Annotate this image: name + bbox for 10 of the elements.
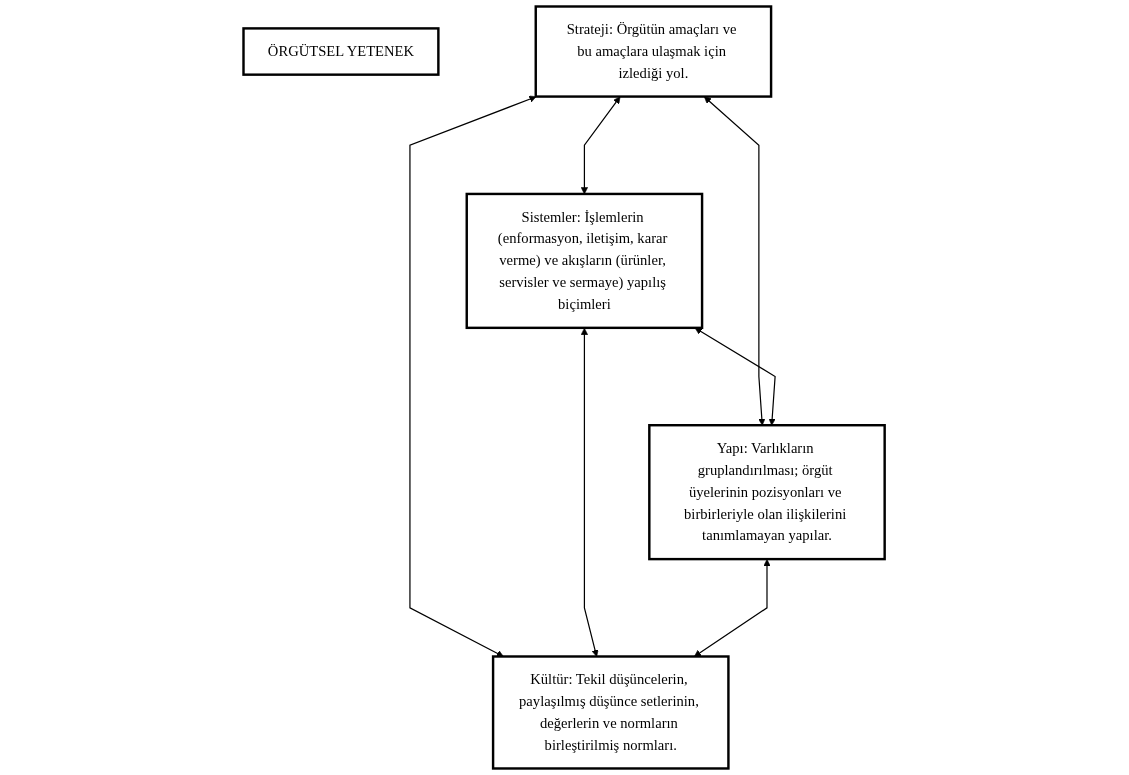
node-box: Strateji: Örgütün amaçları ve bu amaçlara ulaşmak için izlediği yol.	[534, 5, 773, 98]
node-box: Yapı: Varlıkların gruplandırılması; örgüt üyelerinin pozisyonları ve birbirleriyle olan ilişkilerini tanımlamayan yapılar.	[648, 424, 887, 561]
arrow	[581, 327, 599, 657]
arrow	[704, 96, 766, 426]
node-box: Sistemler: İşlemlerin (enformasyon, iletişim, karar verme) ve akışların (ürünler, servisler ve sermaye) yapılış biçimleri	[465, 192, 704, 330]
arrow	[695, 327, 777, 426]
node-box: ÖRGÜTSEL YETENEK	[242, 27, 440, 76]
arrow	[694, 559, 771, 657]
node-box: Kültür: Tekil düşüncelerin, paylaşılmış düşünce setlerinin, değerlerin ve normların birleştirilmiş normları.	[492, 655, 731, 770]
arrow	[409, 95, 537, 657]
